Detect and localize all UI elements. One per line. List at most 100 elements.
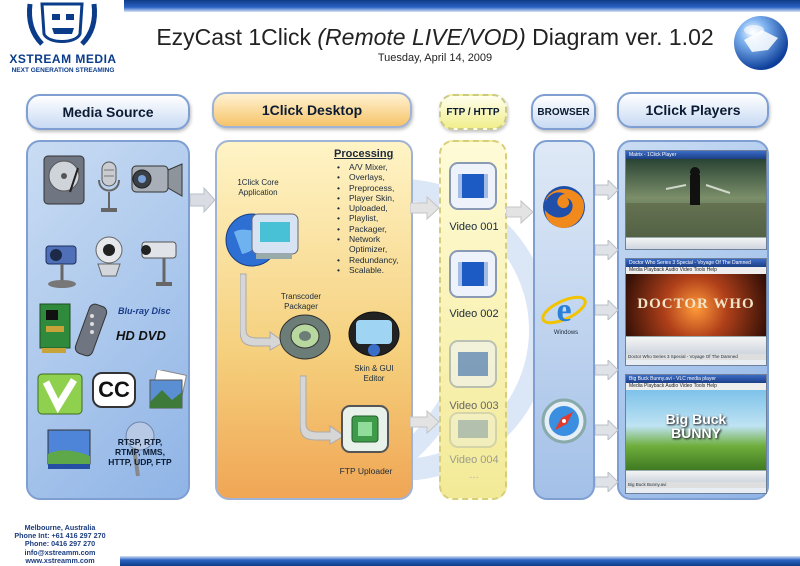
ie-caption: Windows xyxy=(553,330,579,336)
arrow-desktop-to-ftp-1 xyxy=(410,196,440,220)
bottom-stripe xyxy=(120,556,800,566)
footer-phone: Phone: 0416 297 270 xyxy=(24,539,96,549)
logo-tagline: NEXT GENERATION STREAMING xyxy=(11,67,115,74)
capture-card-icon xyxy=(39,303,71,353)
footer-website[interactable]: www.xstreamm.com xyxy=(25,555,95,565)
skin-editor-icon xyxy=(348,311,400,357)
bluray-logo: Blu-ray Disc xyxy=(118,306,171,316)
player-window-1: Matrix - 1Click Player xyxy=(625,150,767,250)
video-003-label: Video 003 xyxy=(449,400,499,412)
player-1-controls[interactable] xyxy=(626,237,766,249)
hd-dvd-logo: HD DVD xyxy=(116,328,166,343)
processing-item: Scalable. xyxy=(335,265,410,276)
arrow-browser-to-player-1 xyxy=(595,180,619,200)
processing-item: Preprocess, xyxy=(335,183,410,194)
skin-editor-label: Skin & GUI Editor xyxy=(344,364,404,384)
hard-drive-icon xyxy=(43,155,85,205)
skin-editor-line-2: Editor xyxy=(363,374,385,383)
player-1-title: Matrix - 1Click Player xyxy=(626,151,766,159)
arrow-browser-to-player-5 xyxy=(595,420,619,440)
vp6-icon xyxy=(37,373,83,415)
arrow-browser-to-player-3 xyxy=(595,300,619,320)
header-media-source: Media Source xyxy=(26,94,190,130)
photos-icon xyxy=(149,370,187,409)
protocol-line-3: HTTP, UDP, FTP xyxy=(108,457,172,467)
stream-globe-icon xyxy=(125,421,155,477)
ftp-uploader-icon xyxy=(341,405,389,453)
svg-text:e: e xyxy=(556,292,571,329)
internet-explorer-icon: e xyxy=(541,292,587,329)
contact-footer: Melbourne, Australia Phone Int: +61 416 … xyxy=(0,523,120,565)
flow-arrow-2 xyxy=(300,375,345,445)
footer-location: Melbourne, Australia xyxy=(24,523,96,532)
desktop-screen-icon xyxy=(47,429,91,469)
safari-icon xyxy=(541,398,587,444)
more-videos-ellipsis: … xyxy=(469,470,479,481)
protocols-label: RTSP, RTP, RTMP, MMS, HTTP, UDP, FTP xyxy=(100,437,180,467)
xstream-logo: XSTREAM MEDIA NEXT GENERATION STREAMING xyxy=(0,0,124,80)
title-plain: EzyCast 1Click xyxy=(156,24,318,50)
player-window-2: Doctor Who Series 3 Special - Voyage Of … xyxy=(625,258,767,366)
player-2-screen-text: DOCTOR WHO xyxy=(637,296,755,312)
skin-editor-line-1: Skin & GUI xyxy=(354,364,394,373)
video-001-icon xyxy=(449,162,497,210)
processing-item: Uploaded, xyxy=(335,203,410,214)
video-002-icon xyxy=(449,250,497,298)
player-2-screen: DOCTOR WHO xyxy=(626,274,766,336)
camcorder-icon xyxy=(131,163,183,197)
processing-item: Redundancy, xyxy=(335,255,410,266)
header-1click-players: 1Click Players xyxy=(617,92,769,128)
usb-webcam-icon xyxy=(95,236,123,277)
arrow-ftp-to-browser xyxy=(506,200,534,224)
player-window-3: Big Buck Bunny.avi - VLC media player Me… xyxy=(625,374,767,494)
arrow-browser-to-player-4 xyxy=(595,360,619,380)
processing-item: A/V Mixer, xyxy=(335,162,410,173)
core-app-line-2: Application xyxy=(238,188,278,197)
player-3-screen-line-2: BUNNY xyxy=(671,425,721,441)
webcam-icon xyxy=(45,245,77,288)
arrow-desktop-to-ftp-2 xyxy=(410,410,440,434)
arrow-browser-to-player-2 xyxy=(595,240,619,260)
closed-caption-icon: CC xyxy=(92,372,136,408)
player-3-controls[interactable] xyxy=(626,470,766,482)
video-001-label: Video 001 xyxy=(449,221,499,233)
player-3-screen-line-1: Big Buck xyxy=(665,411,727,427)
core-application-icon xyxy=(225,213,299,267)
player-1-screen xyxy=(626,159,766,237)
player-3-menu[interactable]: Media Playback Audio Video Tools Help xyxy=(626,383,766,390)
processing-item: Playlist, xyxy=(335,213,410,224)
video-003-icon xyxy=(449,340,497,388)
processing-item: Overlays, xyxy=(335,172,410,183)
ezycast-globe-icon xyxy=(734,16,788,70)
microphone-icon xyxy=(98,161,120,212)
player-2-controls[interactable] xyxy=(626,336,766,354)
firefox-icon xyxy=(543,186,585,228)
header-ftp-http: FTP / HTTP xyxy=(439,94,507,130)
title-italic: (Remote LIVE/VOD) xyxy=(317,24,526,50)
player-3-title: Big Buck Bunny.avi - VLC media player xyxy=(626,375,766,383)
logo-name: XSTREAM MEDIA xyxy=(9,52,117,66)
remote-icon xyxy=(74,303,108,357)
transcoder-label: Transcoder Packager xyxy=(272,292,330,312)
page-title: EzyCast 1Click (Remote LIVE/VOD) Diagram… xyxy=(140,24,730,51)
footer-email[interactable]: info@xstreamm.com xyxy=(24,547,96,557)
footer-phone-int: Phone Int: +61 416 297 270 xyxy=(14,531,106,541)
arrow-browser-to-player-6 xyxy=(595,472,619,492)
arrow-source-to-desktop xyxy=(190,186,216,214)
top-stripe xyxy=(124,0,800,12)
processing-item: Packager, xyxy=(335,224,410,235)
processing-item: Network Optimizer, xyxy=(335,234,410,255)
player-3-screen: Big Buck BUNNY xyxy=(626,390,766,470)
video-004-label: Video 004 xyxy=(449,454,499,466)
video-004-icon xyxy=(449,412,497,448)
player-2-menu[interactable]: Media Playback Audio Video Tools Help xyxy=(626,267,766,274)
video-002-label: Video 002 xyxy=(449,308,499,320)
title-suffix: Diagram ver. 1.02 xyxy=(525,24,714,50)
processing-item: Player Skin, xyxy=(335,193,410,204)
protocol-line-1: RTSP, RTP, xyxy=(117,437,163,447)
header-1click-desktop: 1Click Desktop xyxy=(212,92,412,128)
processing-title: Processing xyxy=(334,148,394,160)
transcoder-icon xyxy=(279,314,331,360)
ftp-uploader-label: FTP Uploader xyxy=(339,466,393,476)
processing-list: A/V Mixer, Overlays, Preprocess, Player … xyxy=(335,162,410,276)
